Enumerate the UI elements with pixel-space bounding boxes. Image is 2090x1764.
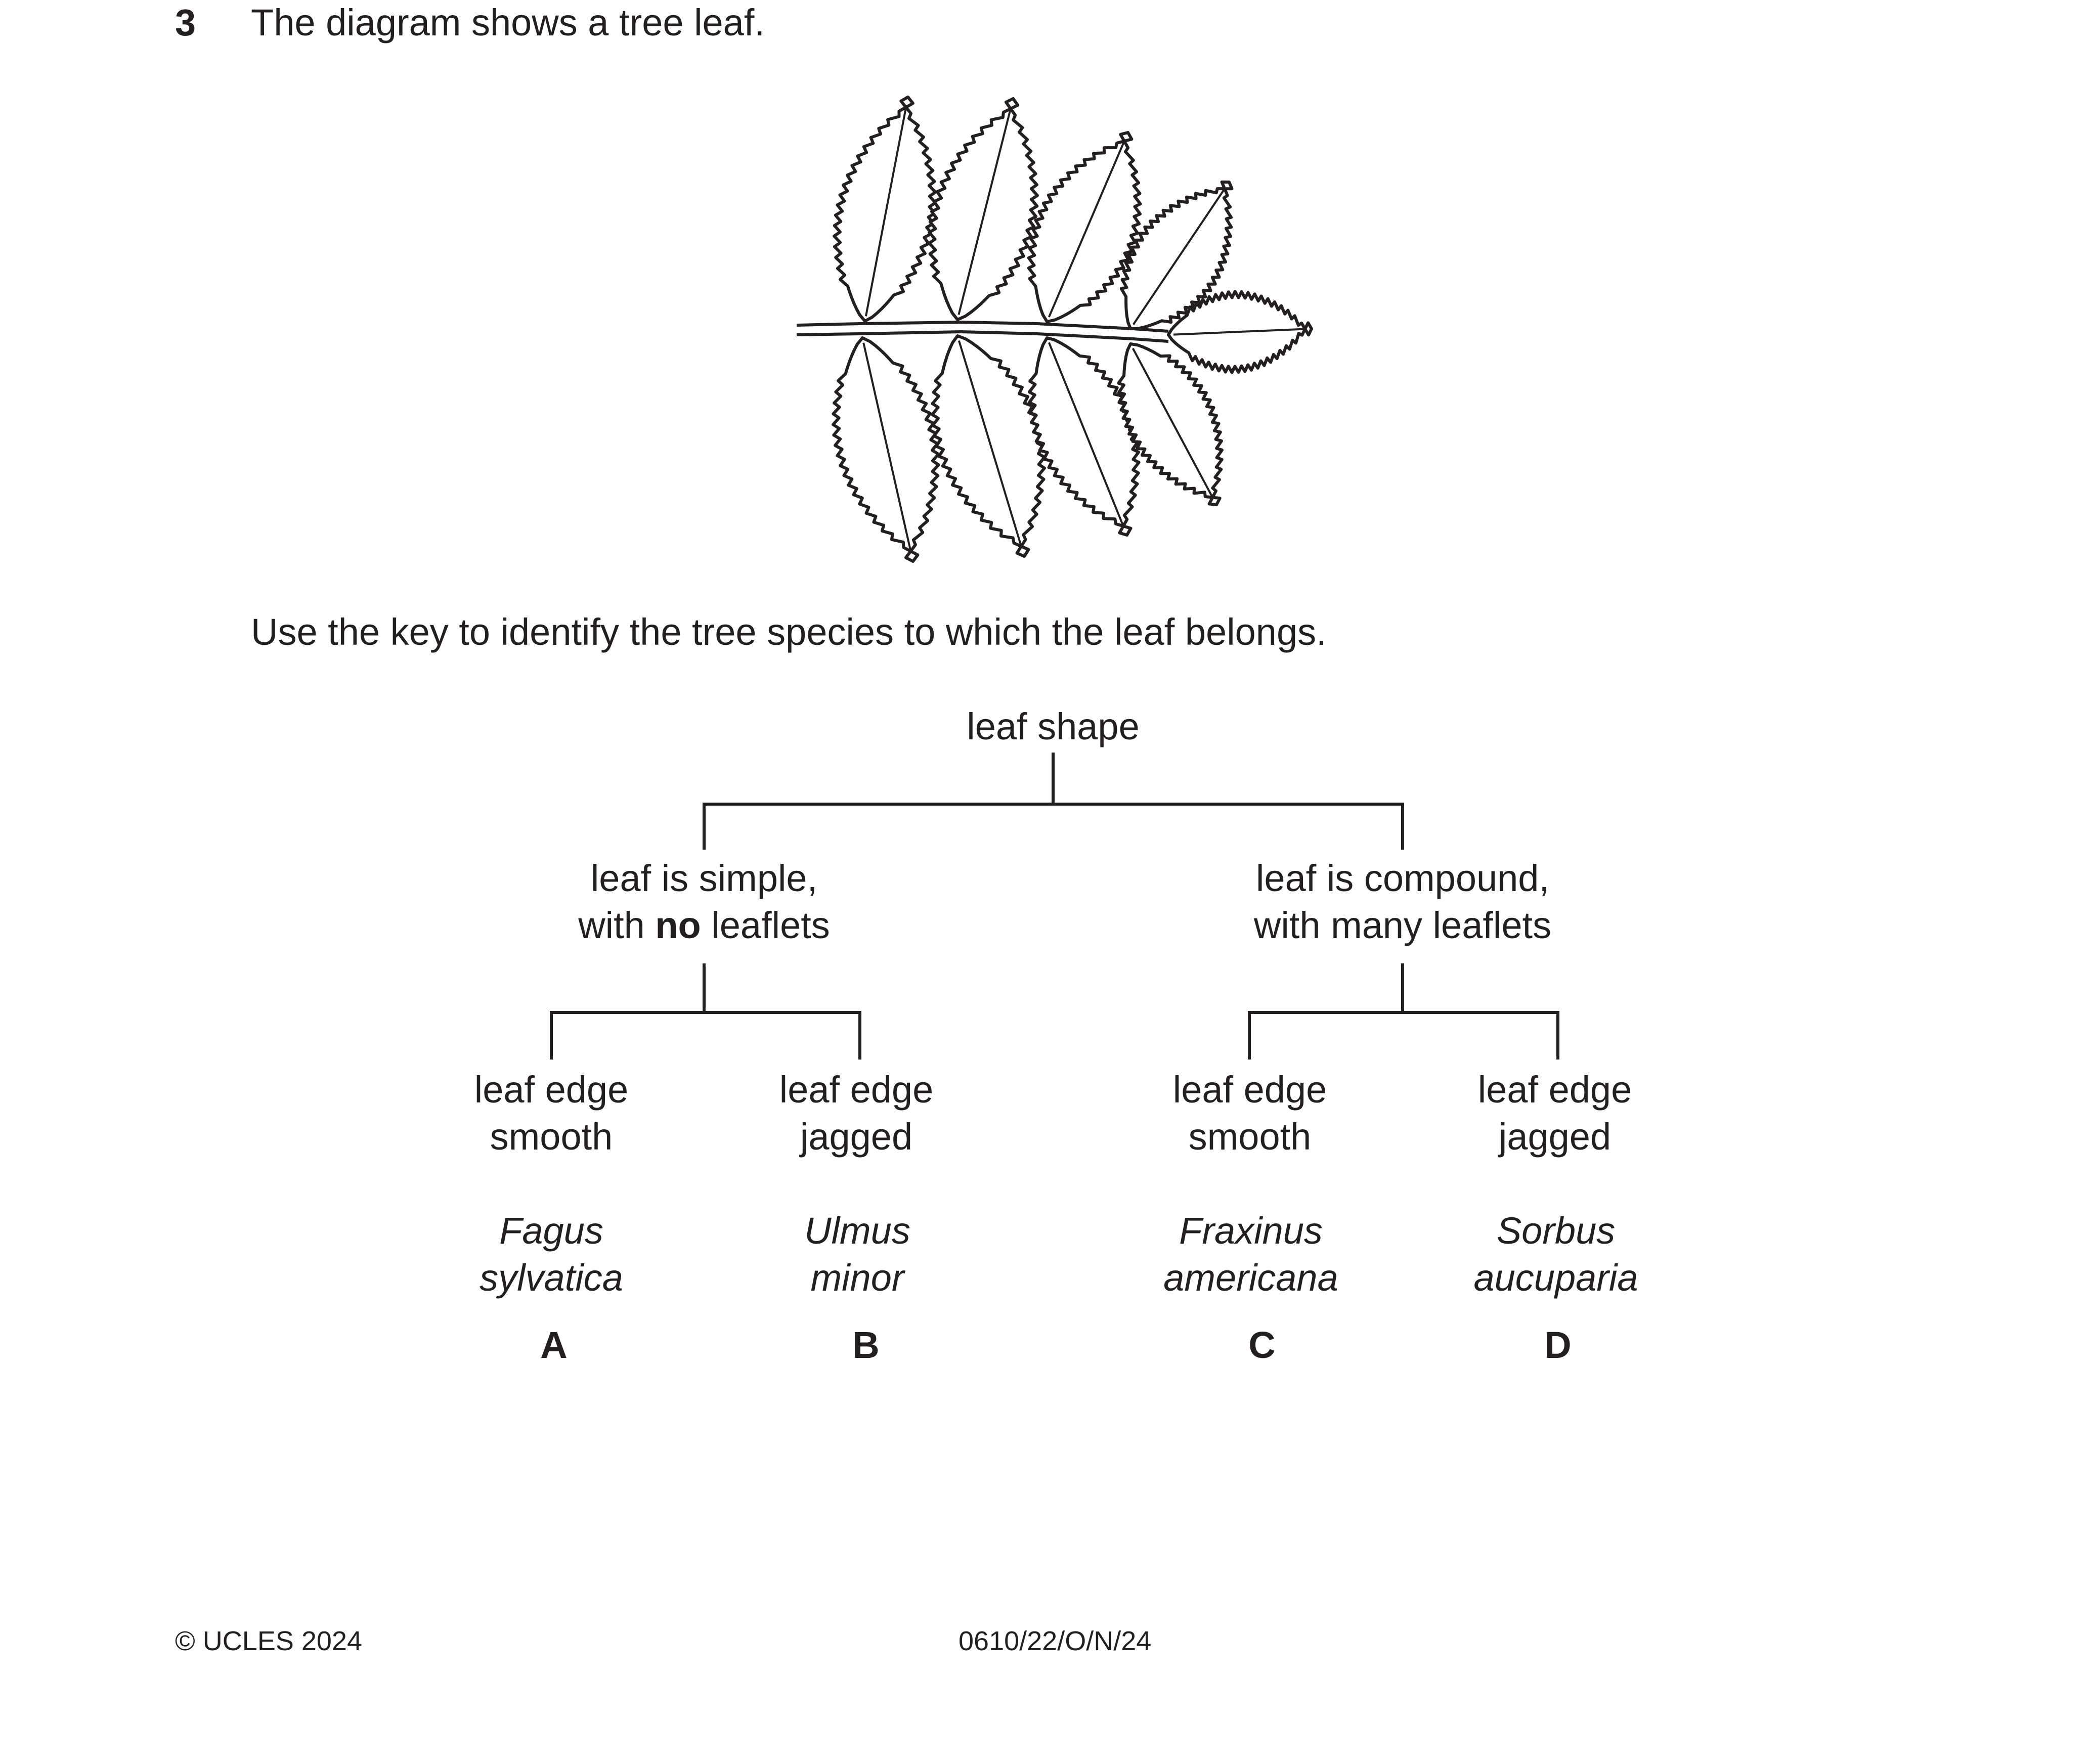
key-option-d-edge: leaf edge jagged bbox=[1477, 1069, 1632, 1158]
leaflet-midrib bbox=[1131, 347, 1213, 498]
leaflet-midrib bbox=[864, 108, 907, 317]
leaflet bbox=[931, 334, 1046, 558]
key-option-b-species: Ulmus minor bbox=[804, 1210, 910, 1299]
connector-compound bbox=[1248, 963, 1559, 1060]
key-option-c-edge: leaf edge smooth bbox=[1172, 1069, 1327, 1158]
leaflet-midrib bbox=[1048, 141, 1125, 318]
question-number: 3 bbox=[175, 2, 196, 43]
key-root-label: leaf shape bbox=[967, 703, 1140, 750]
leaflet-midrib bbox=[957, 109, 1012, 315]
leaflet bbox=[1027, 131, 1142, 323]
leaflet-midrib bbox=[862, 342, 911, 551]
option-a-letter: A bbox=[540, 1324, 568, 1366]
leaflet-midrib bbox=[957, 340, 1022, 546]
key-simple-emphasis: no bbox=[655, 904, 701, 946]
option-d-letter: D bbox=[1544, 1324, 1572, 1366]
connector-root bbox=[703, 753, 1404, 850]
key-simple-line2: with no leaflets bbox=[578, 904, 830, 946]
key-option-b-edge: leaf edge jagged bbox=[779, 1069, 934, 1158]
leaflet bbox=[1117, 342, 1224, 506]
key-compound-line1: leaf is compound, bbox=[1255, 857, 1550, 899]
key-root-text: leaf shape bbox=[967, 705, 1140, 747]
key-simple-line1: leaf is simple, bbox=[590, 857, 818, 899]
key-option-a-species: Fagus sylvatica bbox=[480, 1210, 623, 1299]
leaflet bbox=[1027, 336, 1141, 537]
option-b-letter: B bbox=[852, 1324, 880, 1366]
leaflet bbox=[928, 97, 1039, 321]
key-simple-node: leaf is simple, with no leaflets bbox=[578, 855, 830, 949]
leaflet-midrib bbox=[1132, 189, 1225, 325]
key-connectors bbox=[550, 753, 1559, 1060]
leaflet bbox=[833, 96, 937, 323]
key-compound-node: leaf is compound, with many leaflets bbox=[1254, 855, 1551, 949]
instruction-text: Use the key to identify the tree species… bbox=[251, 611, 1327, 653]
key-compound-line2: with many leaflets bbox=[1253, 904, 1552, 946]
key-option-c-species: Fraxinus americana bbox=[1163, 1210, 1338, 1299]
footer-copyright: © UCLES 2024 bbox=[175, 1626, 362, 1656]
compound-leaf-diagram bbox=[796, 96, 1313, 563]
option-c-letter: C bbox=[1248, 1324, 1276, 1366]
footer-paper-code: 0610/22/O/N/24 bbox=[959, 1626, 1152, 1656]
leaf-rachis-lower bbox=[796, 330, 1169, 343]
leaflet bbox=[832, 336, 940, 563]
question-text: The diagram shows a tree leaf. bbox=[251, 2, 765, 43]
leaflet-midrib bbox=[1173, 328, 1304, 336]
connector-simple bbox=[550, 963, 861, 1060]
key-option-d-species: Sorbus aucuparia bbox=[1473, 1210, 1638, 1299]
key-option-a-edge: leaf edge smooth bbox=[474, 1069, 629, 1158]
leaflet-midrib bbox=[1048, 342, 1124, 526]
leaf-rachis bbox=[796, 320, 1169, 333]
